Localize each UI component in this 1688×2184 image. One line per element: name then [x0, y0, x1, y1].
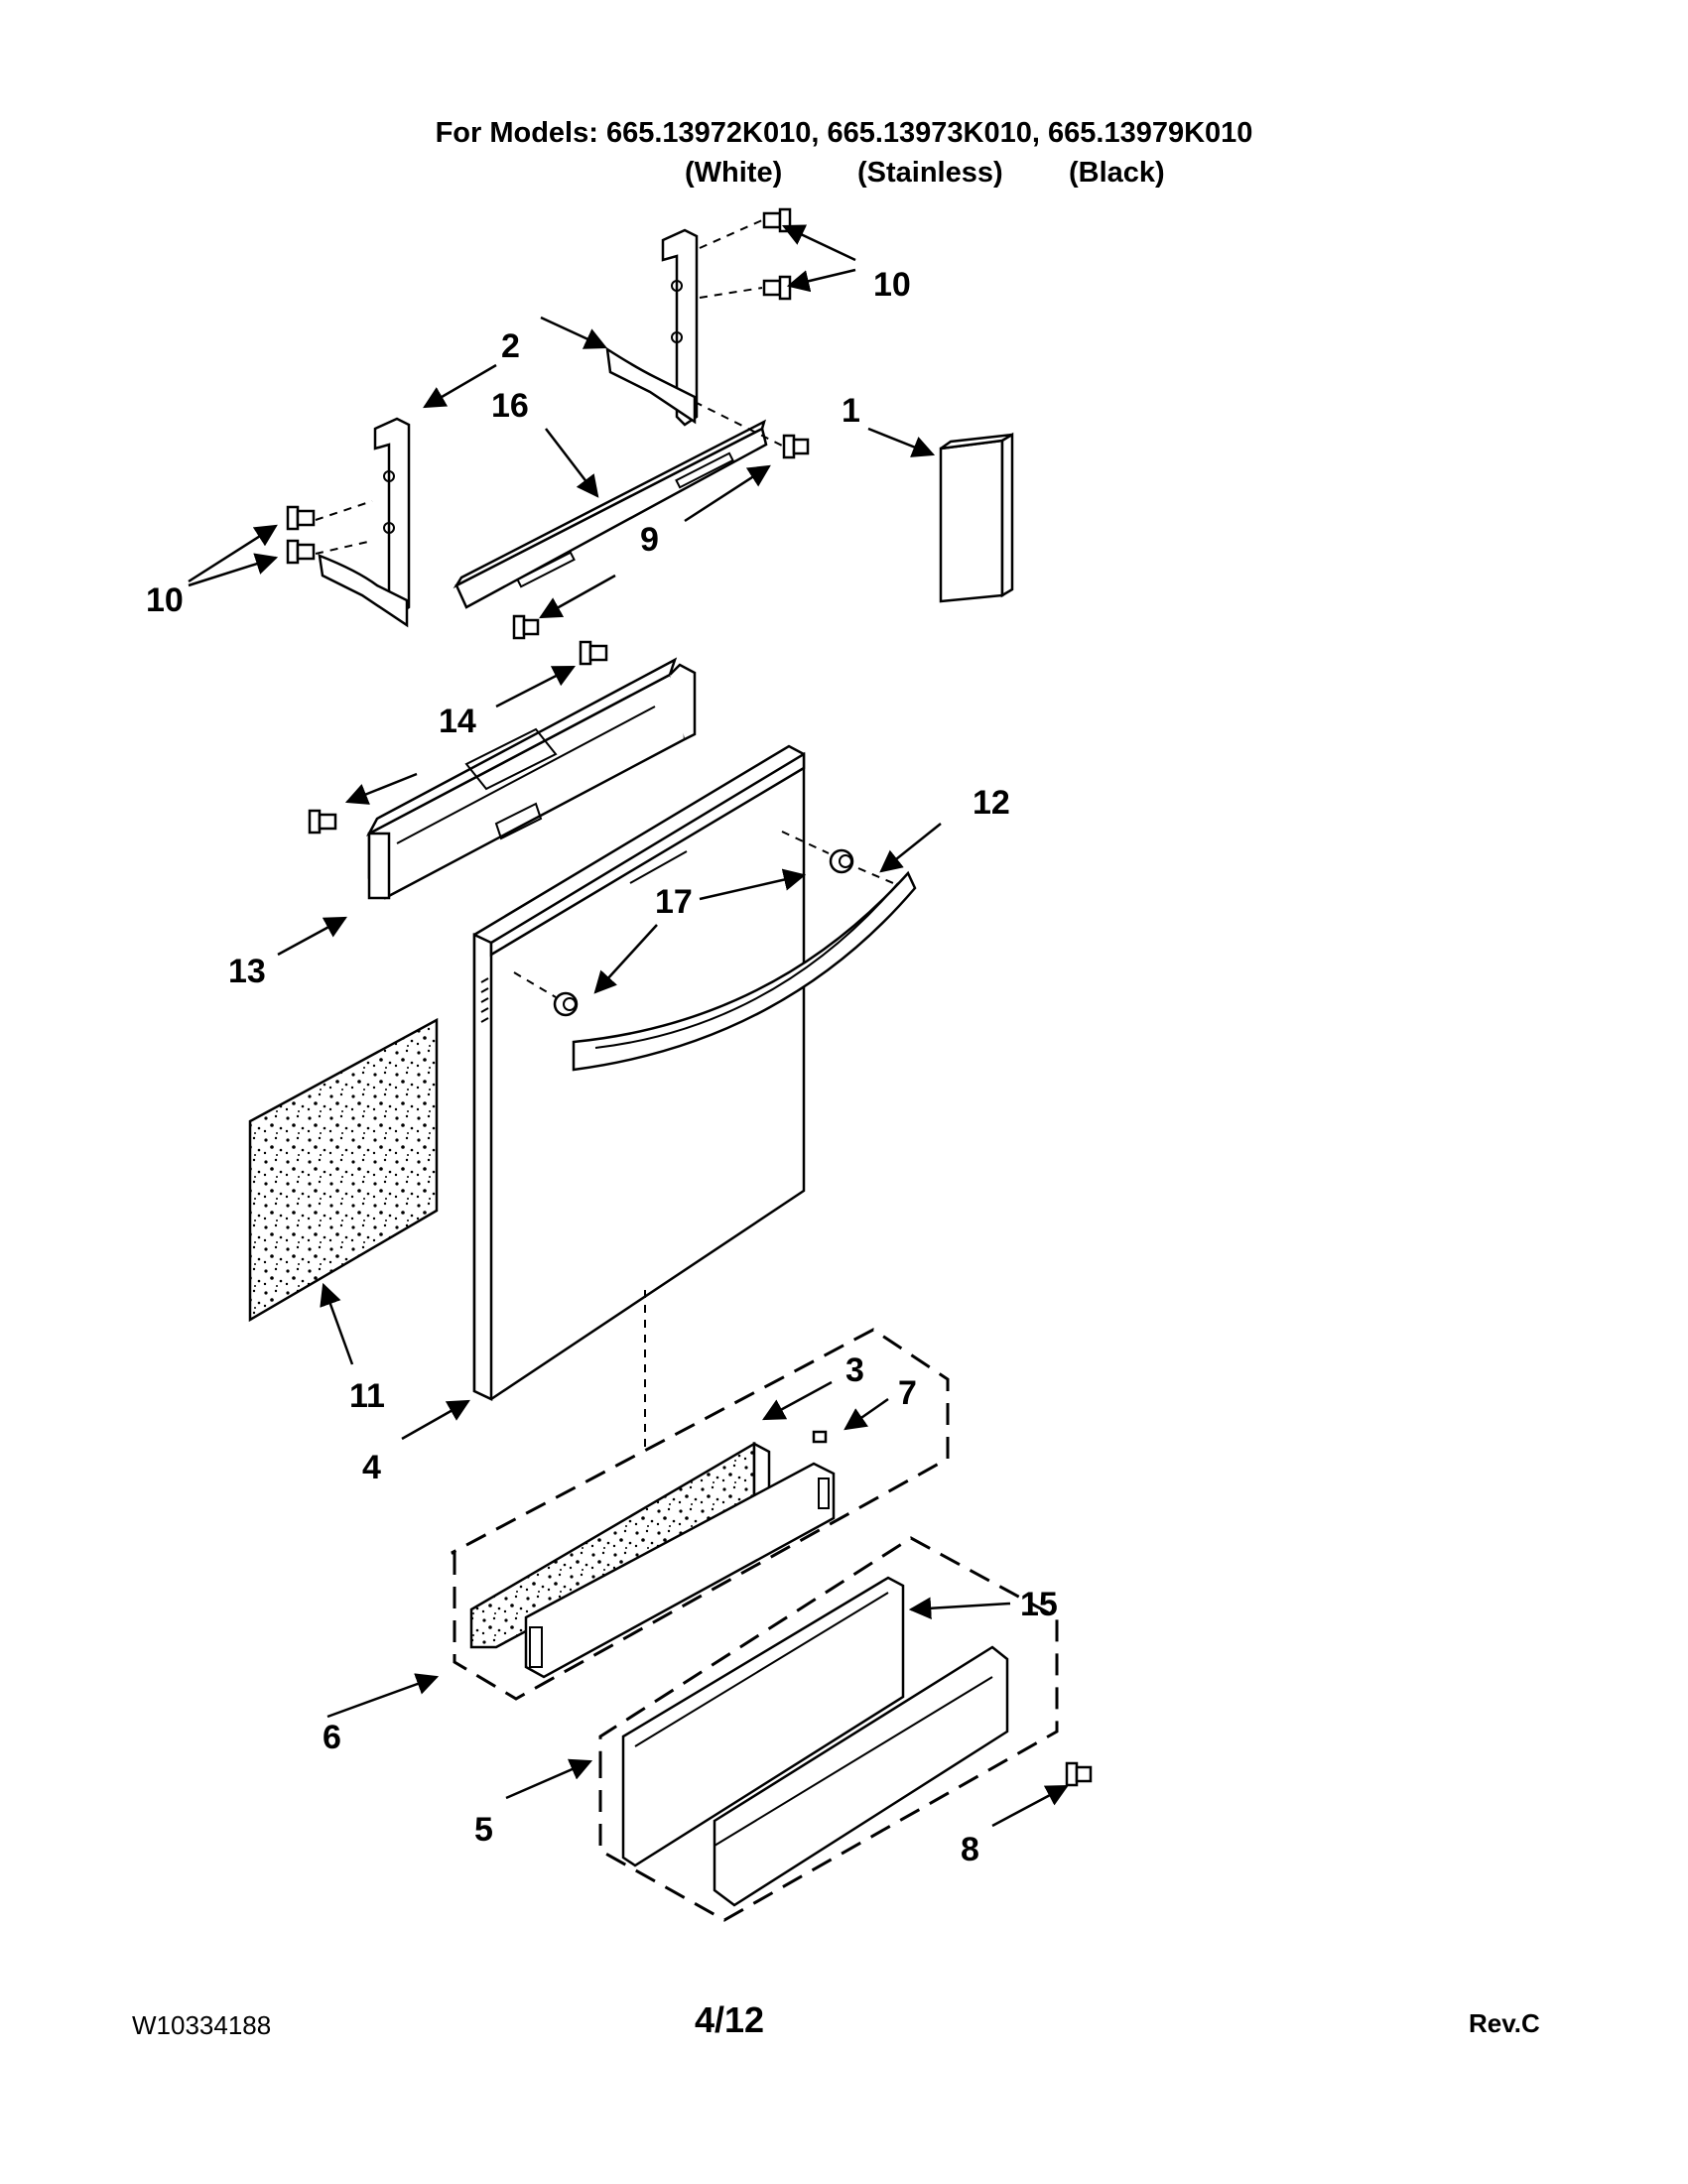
revision-label: Rev.C — [1469, 2008, 1540, 2038]
callout-7: 7 — [898, 1374, 917, 1412]
callout-17: 17 — [655, 883, 693, 921]
callout-15: 15 — [1020, 1586, 1058, 1623]
leader-arrows — [188, 224, 1069, 1828]
part-7-clip — [812, 1430, 828, 1444]
part-2-bracket-left — [318, 417, 411, 628]
callout-2: 2 — [501, 327, 520, 365]
callout-10-upper: 10 — [873, 266, 911, 304]
callout-11: 11 — [349, 1377, 385, 1415]
part-13-latch-assembly — [365, 657, 697, 900]
part-15-toe-panel — [621, 1576, 905, 1867]
callout-3: 3 — [845, 1351, 864, 1389]
page-number: 4/12 — [695, 1999, 765, 2040]
callout-13: 13 — [228, 953, 266, 990]
part-4-door-panel — [472, 744, 806, 1401]
part-5-kick-plate — [713, 1645, 1009, 1907]
models-title: For Models: 665.13972K010, 665.13973K010… — [435, 117, 1253, 149]
part-17-spacers — [553, 848, 854, 1017]
document-number: W10334188 — [132, 2010, 272, 2040]
group-6-outline — [451, 1328, 950, 1701]
variant-black: (Black) — [1069, 157, 1165, 189]
part-16-rail — [453, 419, 768, 609]
callout-9: 9 — [640, 521, 659, 559]
callout-10-lower: 10 — [146, 581, 184, 619]
variant-stainless: (Stainless) — [857, 157, 1003, 189]
callout-12: 12 — [973, 784, 1010, 822]
callout-6: 6 — [323, 1719, 341, 1756]
part-6-bottom-bracket — [524, 1462, 836, 1679]
group-5-outline — [598, 1536, 1059, 1922]
variant-white: (White) — [685, 157, 783, 189]
callout-5: 5 — [474, 1811, 493, 1849]
callout-14: 14 — [439, 703, 476, 740]
part-2-bracket-right — [605, 228, 699, 427]
callout-8: 8 — [961, 1831, 979, 1868]
part-12-handle — [572, 870, 917, 1072]
callout-4: 4 — [362, 1449, 381, 1486]
part-1-block — [939, 432, 1014, 603]
callout-16: 16 — [491, 387, 529, 425]
callout-1: 1 — [842, 392, 860, 430]
part-11-insulation — [248, 1017, 439, 1323]
